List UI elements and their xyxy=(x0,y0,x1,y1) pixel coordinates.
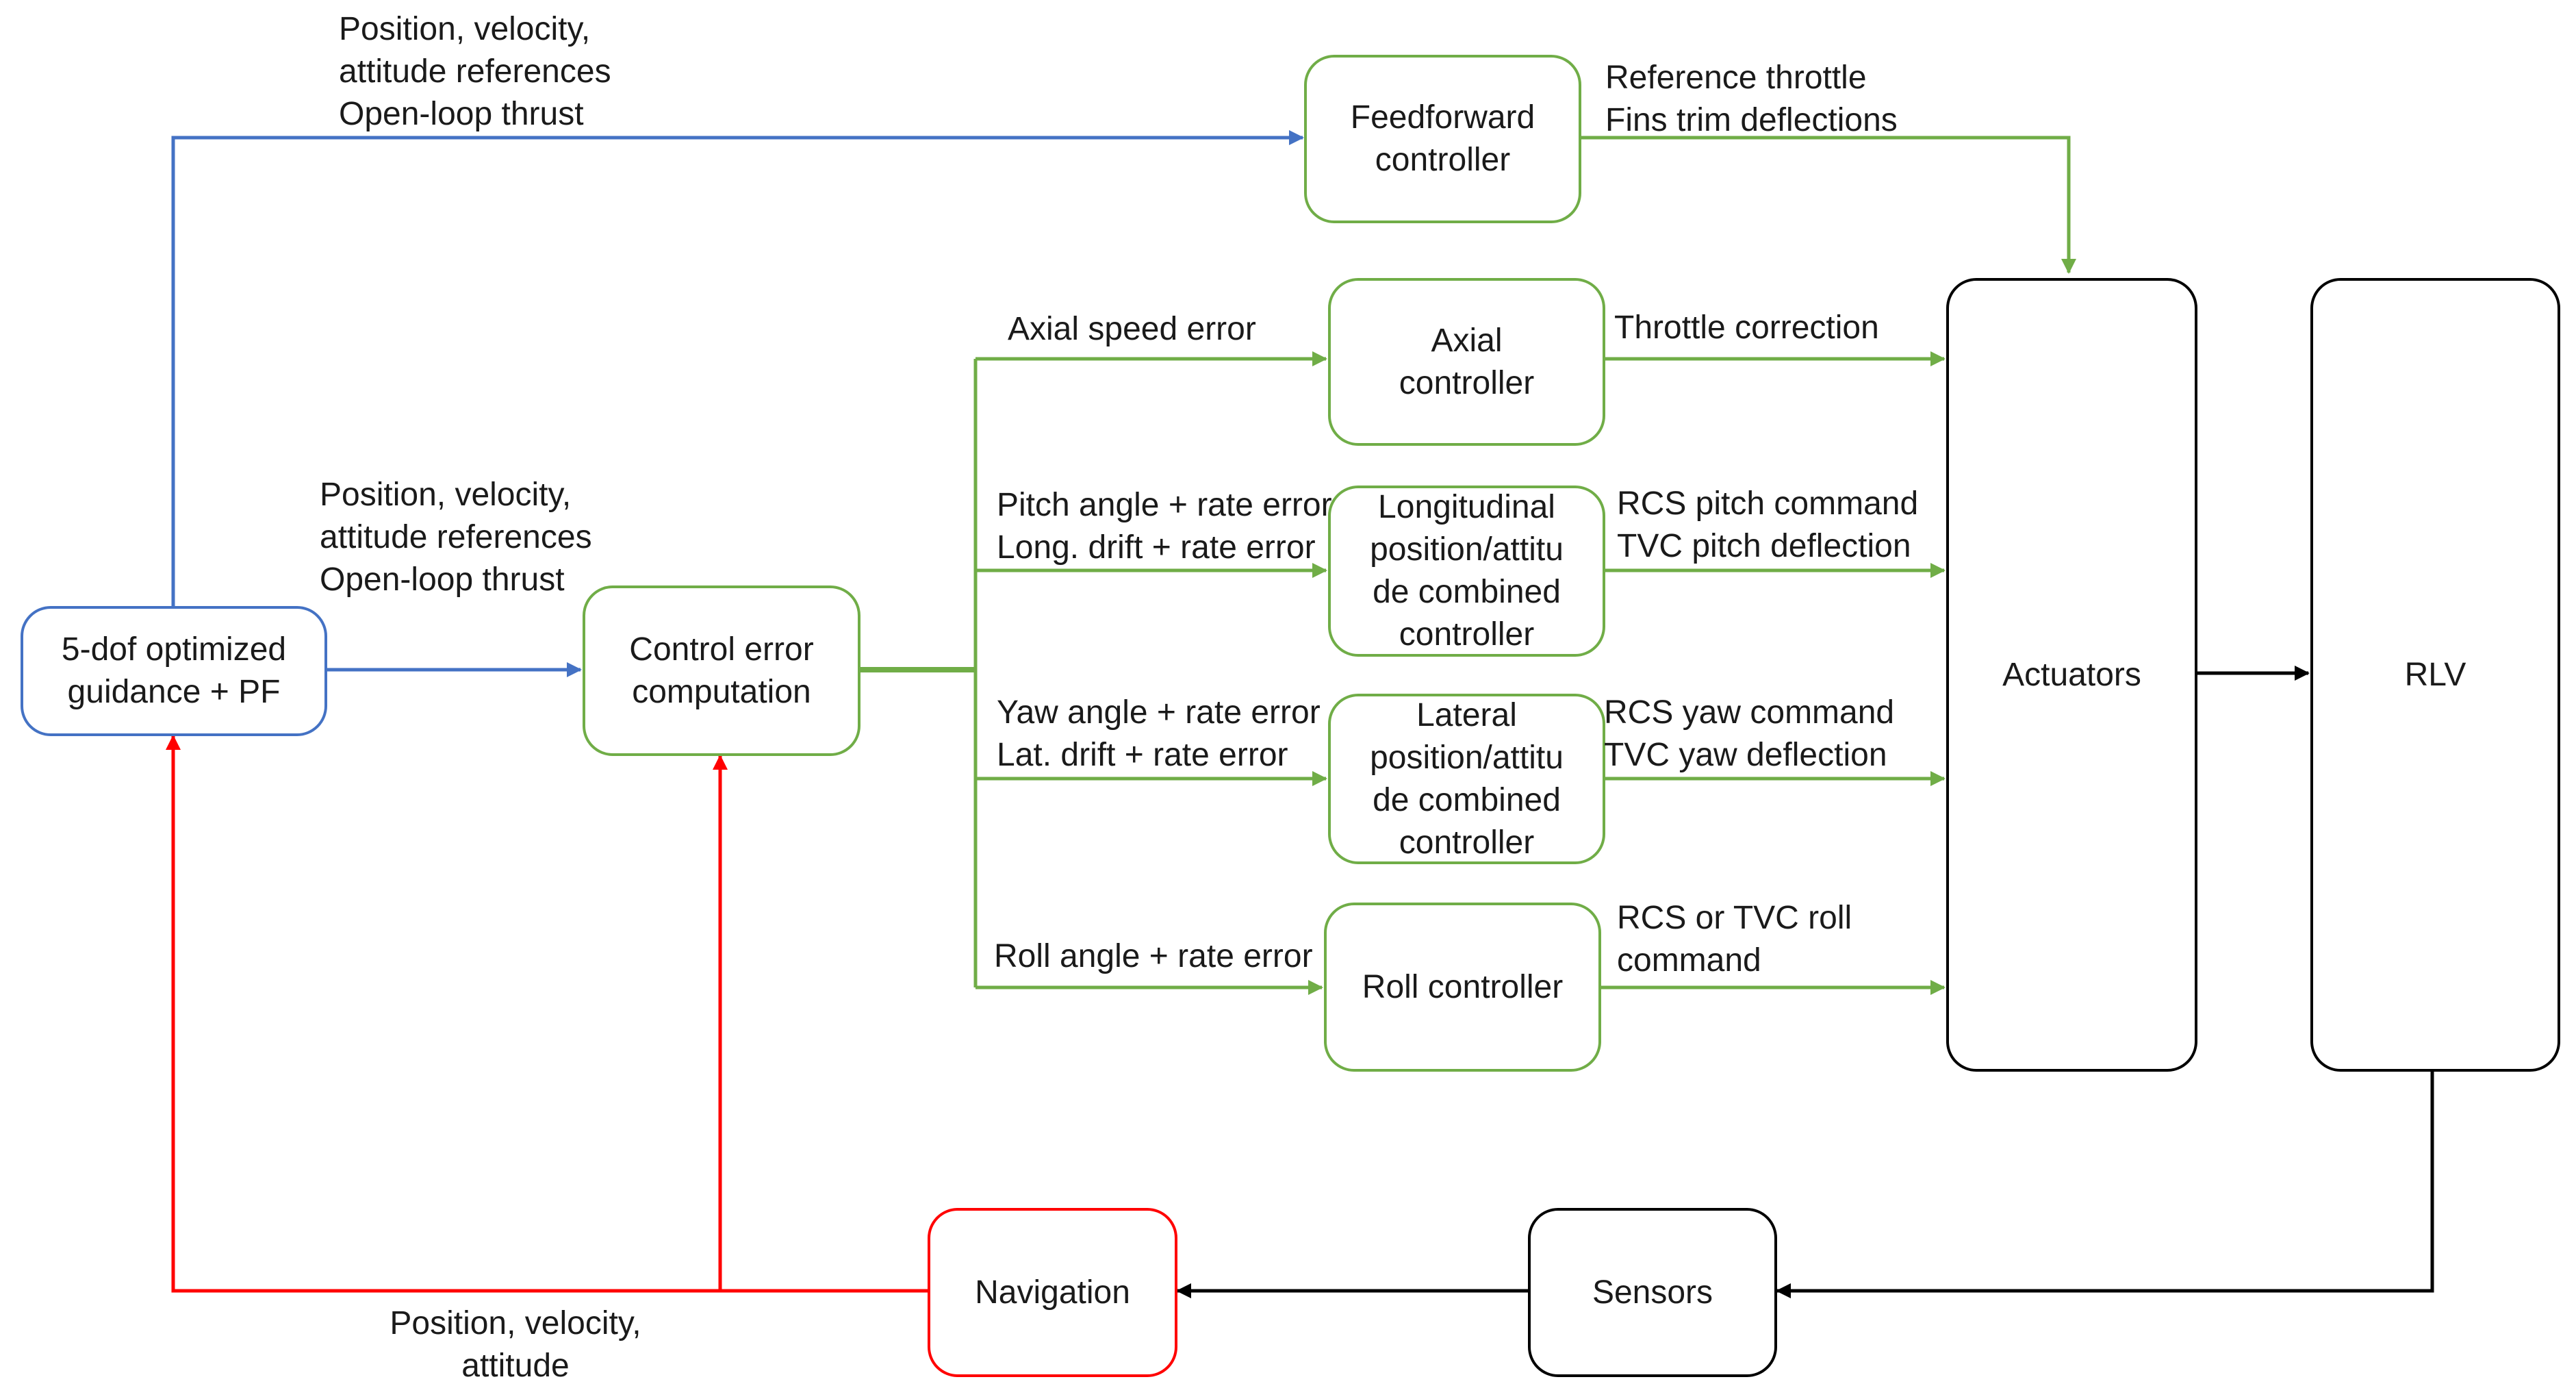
axial-controller-block-label: Axial controller xyxy=(1399,322,1535,401)
roll-controller-block: Roll controller xyxy=(1324,903,1601,1072)
longitudinal-controller-block-label: Longitudinal position/attitu de combined… xyxy=(1370,489,1564,653)
feedforward-block: Feedforward controller xyxy=(1304,55,1581,223)
longitudinal-controller-block: Longitudinal position/attitu de combined… xyxy=(1328,486,1605,657)
longitudinal-input-label: Pitch angle + rate error Long. drift + r… xyxy=(997,487,1332,566)
rlv-block: RLV xyxy=(2310,278,2560,1072)
guidance-to-control-error-label: Position, velocity, attitude references … xyxy=(320,477,592,598)
feedforward-output-label: Reference throttle Fins trim deflections xyxy=(1605,60,1898,138)
control-error-block-label: Control error computation xyxy=(629,631,814,710)
sensors-block: Sensors xyxy=(1528,1208,1777,1377)
roll-output-label: RCS or TVC roll command xyxy=(1617,900,1852,979)
navigation-feedback-line xyxy=(166,735,928,1293)
lateral-controller-block-label: Lateral position/attitu de combined cont… xyxy=(1370,696,1564,861)
lateral-output-label: RCS yaw command TVC yaw deflection xyxy=(1604,694,1895,773)
roll-controller-block-label: Roll controller xyxy=(1362,968,1564,1005)
navigation-block: Navigation xyxy=(928,1208,1177,1377)
lateral-input-label: Yaw angle + rate error Lat. drift + rate… xyxy=(997,694,1321,773)
actuators-block: Actuators xyxy=(1946,278,2197,1072)
axial-input-label: Axial speed error xyxy=(1008,311,1256,347)
guidance-block: 5-dof optimized guidance + PF xyxy=(21,606,327,736)
arrow-rlv-to-sensors xyxy=(1776,1072,2434,1298)
sensors-block-label: Sensors xyxy=(1592,1274,1713,1311)
roll-input-label: Roll angle + rate error xyxy=(994,938,1313,974)
axial-output-label: Throttle correction xyxy=(1614,310,1879,346)
guidance-to-feedforward-label: Position, velocity, attitude references … xyxy=(339,11,611,132)
longitudinal-output-label: RCS pitch command TVC pitch deflection xyxy=(1617,486,1919,564)
control-error-block: Control error computation xyxy=(583,585,860,756)
guidance-block-label: 5-dof optimized guidance + PF xyxy=(61,631,287,710)
lateral-controller-block: Lateral position/attitu de combined cont… xyxy=(1328,694,1605,864)
arrow-guidance-to-feedforward xyxy=(171,130,1304,606)
feedforward-block-label: Feedforward controller xyxy=(1350,99,1535,178)
actuators-block-label: Actuators xyxy=(2002,656,2141,693)
axial-controller-block: Axial controller xyxy=(1328,278,1605,446)
navigation-block-label: Navigation xyxy=(975,1274,1130,1311)
navigation-output-label: Position, velocity, attitude xyxy=(390,1305,641,1384)
rlv-block-label: RLV xyxy=(2404,656,2466,693)
arrow-feedforward-to-actuators xyxy=(1581,136,2076,274)
